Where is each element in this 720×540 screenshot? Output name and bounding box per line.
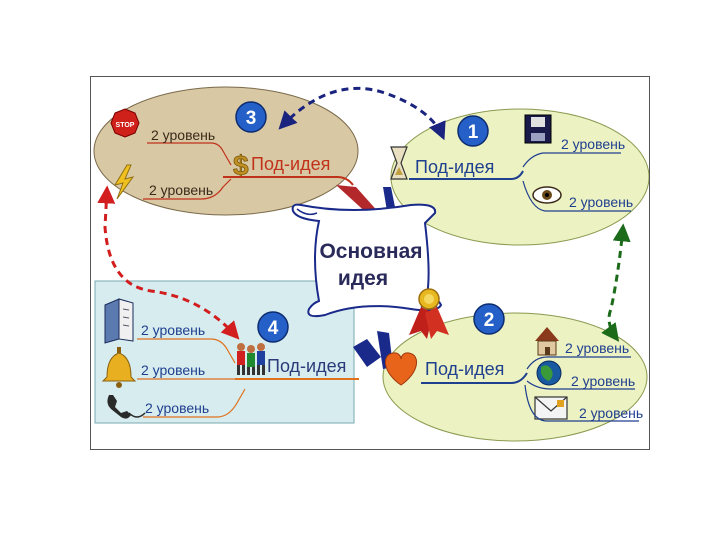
branch2-label: Под-идея — [425, 359, 504, 379]
branch2-main-line — [421, 372, 528, 384]
center-scroll-curl — [296, 208, 318, 216]
branch1-main-line — [409, 170, 524, 180]
branch2-sub2-label: 2 уровень — [571, 373, 635, 389]
branch1-number-badge: 1 — [457, 115, 489, 147]
award-ribbon-icon — [409, 288, 449, 339]
center-scroll — [291, 203, 443, 318]
arrow-branch3-to-branch1 — [278, 86, 446, 141]
people-icon — [237, 343, 265, 375]
book-icon — [104, 298, 134, 344]
branch4-sub1-label: 2 уровень — [141, 322, 205, 338]
mind-map-canvas: Основная идея STOP 2 уровень 2 уровень $… — [93, 86, 649, 442]
branch2-bubble — [382, 312, 648, 442]
branch4-label: Под-идея — [267, 356, 346, 376]
branch2-sub2-line — [526, 380, 635, 390]
eye-icon — [532, 186, 562, 204]
heart-icon — [385, 352, 417, 386]
arrow-branch1-to-branch2 — [601, 223, 631, 342]
hourglass-icon — [390, 146, 408, 180]
bell-icon — [101, 347, 137, 388]
telephone-icon — [107, 395, 146, 419]
svg-text:4: 4 — [268, 318, 279, 339]
branch2-sub3-label: 2 уровень — [579, 405, 643, 421]
branch2-number-badge: 2 — [473, 303, 505, 335]
branch2-sub1-label: 2 уровень — [565, 340, 629, 356]
branch3-number-badge: 3 — [235, 101, 267, 133]
branch2-sub1-line — [526, 356, 631, 370]
center-connector-top-right — [383, 187, 395, 211]
branch3-sub2-label: 2 уровень — [149, 182, 213, 198]
svg-text:STOP: STOP — [116, 122, 135, 129]
branch3-sub1-label: 2 уровень — [151, 127, 215, 143]
svg-text:2: 2 — [484, 310, 495, 331]
branch1-sub1-line — [522, 152, 621, 168]
branch3-bubble — [93, 86, 359, 216]
svg-text:1: 1 — [468, 122, 479, 143]
dollar-icon: $ — [233, 150, 250, 182]
branch3-label: Под-идея — [251, 154, 330, 174]
mind-map-frame: Основная идея STOP 2 уровень 2 уровень $… — [90, 76, 650, 450]
branch1-bubble — [390, 108, 649, 246]
branch1-label: Под-идея — [415, 157, 494, 177]
svg-text:3: 3 — [246, 108, 257, 129]
branch4-sub3-line — [143, 388, 246, 418]
stop-sign-icon: STOP — [110, 108, 140, 138]
branch3-main-line — [223, 176, 354, 186]
branch4-sub3-label: 2 уровень — [145, 400, 209, 416]
svg-text:$: $ — [233, 150, 249, 181]
branch4-number-badge: 4 — [257, 311, 289, 343]
branch1-sub1-label: 2 уровень — [561, 136, 625, 152]
globe-icon — [536, 360, 562, 386]
envelope-icon — [534, 396, 568, 420]
branch2-sub3-line — [524, 384, 639, 422]
arrow-branch4-to-branch3 — [97, 185, 240, 340]
branch1-sub2-line — [522, 180, 631, 212]
house-icon — [535, 327, 559, 356]
center-title-line1: Основная — [319, 240, 422, 263]
floppy-disk-icon — [524, 114, 552, 144]
branch3-sub1-line — [147, 142, 232, 166]
center-title-line2: идея — [338, 267, 388, 290]
branch1-sub2-label: 2 уровень — [569, 194, 633, 210]
center-connector-bottom-right — [353, 339, 381, 367]
branch4-sub2-label: 2 уровень — [141, 362, 205, 378]
